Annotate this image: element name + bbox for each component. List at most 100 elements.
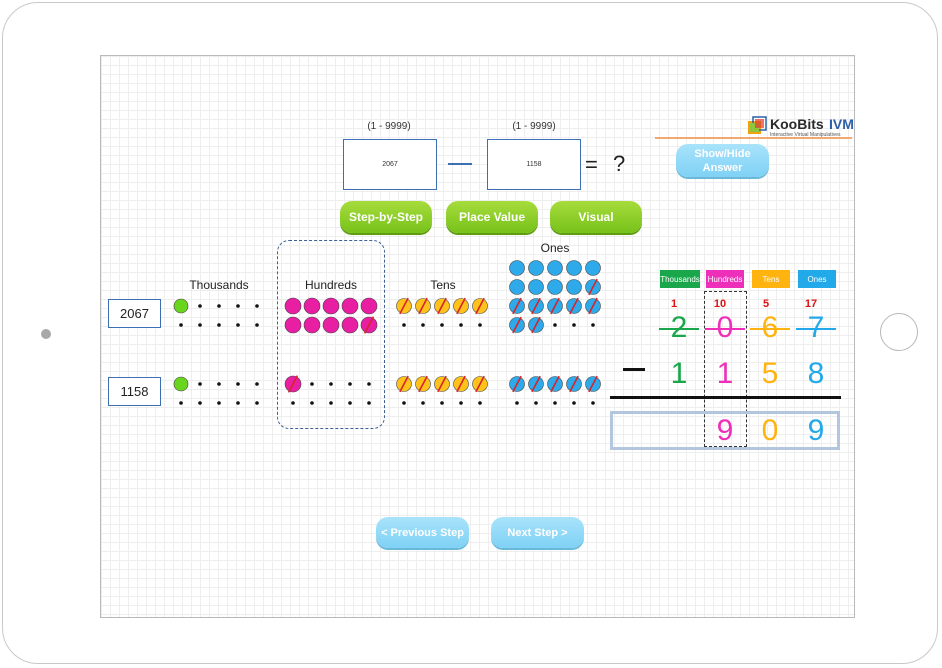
- koobits-logo: KooBits IVM Interactive Virtual Manipula…: [746, 115, 854, 141]
- answer-line: [610, 396, 841, 399]
- tens-empty-dot: [459, 401, 463, 405]
- home-button[interactable]: [880, 313, 918, 351]
- second-range-label: (1 - 9999): [512, 121, 556, 132]
- hundreds-cross-mark: [287, 375, 299, 393]
- hundreds-highlight-box: [277, 240, 385, 429]
- ones-empty-dot: [534, 401, 538, 405]
- logo-tagline: Interactive Virtual Manipulatives: [770, 132, 841, 138]
- previous-step-button[interactable]: < Previous Step: [376, 517, 469, 548]
- top-digit-hundreds: 0: [708, 311, 742, 345]
- tens-empty-dot: [478, 323, 482, 327]
- ones-cross-mark: [512, 375, 522, 393]
- hundreds-counter: [284, 297, 302, 315]
- hundreds-column-highlight: [704, 291, 747, 447]
- hundreds-empty-dot: [291, 401, 295, 405]
- tens-empty-dot: [421, 323, 425, 327]
- ones-cross-mark: [588, 375, 598, 393]
- ones-cross-mark: [588, 278, 598, 296]
- hundreds-empty-dot: [367, 401, 371, 405]
- tens-cross-mark: [456, 375, 466, 393]
- tens-cross-mark: [437, 297, 447, 315]
- hundreds-empty-dot: [329, 382, 333, 386]
- answer-digit-hundreds: 9: [716, 414, 734, 447]
- tens-cross-mark: [399, 375, 409, 393]
- hundreds-label: Hundreds: [304, 278, 358, 292]
- ones-counter: [585, 260, 601, 276]
- answer-box: [610, 411, 840, 450]
- thousands-empty-dot: [179, 401, 183, 405]
- tens-cross-mark: [437, 375, 447, 393]
- visual-button[interactable]: Visual: [550, 201, 642, 233]
- first-number-input[interactable]: 2067: [343, 139, 437, 190]
- header-hundreds: Hundreds: [706, 270, 744, 288]
- ones-counter: [566, 260, 582, 276]
- tens-empty-dot: [421, 401, 425, 405]
- carry-thousands: 1: [670, 298, 678, 310]
- tablet-camera: [41, 329, 51, 339]
- place-value-button[interactable]: Place Value: [446, 201, 538, 233]
- second-number-input[interactable]: 1158: [487, 139, 581, 190]
- answer-digit-ones: 9: [807, 414, 825, 447]
- ones-counter: [547, 279, 563, 295]
- place-value-counters: [173, 260, 601, 405]
- hundreds-empty-dot: [310, 382, 314, 386]
- hundreds-counter: [322, 316, 340, 334]
- bottom-digit-thousands: 1: [670, 357, 688, 390]
- thousands-empty-dot: [198, 304, 202, 308]
- hundreds-empty-dot: [348, 382, 352, 386]
- ones-empty-dot: [591, 323, 595, 327]
- thousands-empty-dot: [179, 323, 183, 327]
- header-thousands: Thousands: [660, 270, 700, 288]
- show-hide-answer-button[interactable]: Show/Hide Answer: [676, 144, 769, 177]
- thousands-empty-dot: [217, 401, 221, 405]
- equals-sign: =: [585, 152, 598, 177]
- hundreds-counter: [360, 297, 378, 315]
- thousands-empty-dot: [236, 382, 240, 386]
- ones-cross-mark: [531, 316, 541, 334]
- ones-counter: [509, 279, 525, 295]
- minus-operator: [448, 163, 472, 165]
- hundreds-counter: [303, 316, 321, 334]
- first-range-label: (1 - 9999): [367, 121, 411, 132]
- thousands-empty-dot: [255, 401, 259, 405]
- ones-counter: [528, 279, 544, 295]
- carry-tens: 5: [762, 298, 770, 310]
- ones-cross-mark: [550, 375, 560, 393]
- ones-empty-dot: [572, 401, 576, 405]
- tens-empty-dot: [478, 401, 482, 405]
- ones-cross-mark: [531, 297, 541, 315]
- tens-cross-mark: [418, 297, 428, 315]
- thousands-empty-dot: [217, 382, 221, 386]
- tens-cross-mark: [418, 375, 428, 393]
- tens-cross-mark: [399, 297, 409, 315]
- ones-empty-dot: [553, 401, 557, 405]
- ones-label: Ones: [540, 241, 570, 255]
- thousands-empty-dot: [255, 382, 259, 386]
- subtraction-minus-sign: [623, 368, 645, 371]
- row-2-number-box: 1158: [108, 377, 161, 406]
- tens-cross-mark: [475, 297, 485, 315]
- next-step-button[interactable]: Next Step >: [491, 517, 584, 548]
- header-tens: Tens: [752, 270, 790, 288]
- hundreds-empty-dot: [348, 401, 352, 405]
- thousands-empty-dot: [198, 323, 202, 327]
- ones-counter: [566, 279, 582, 295]
- thousands-empty-dot: [198, 382, 202, 386]
- app-screen: KooBits IVM Interactive Virtual Manipula…: [100, 55, 855, 618]
- strike-tens: [750, 328, 790, 330]
- strike-ones: [796, 328, 836, 330]
- logo-cube-icon: [748, 116, 767, 134]
- strike-hundreds: [705, 328, 745, 330]
- step-by-step-button[interactable]: Step-by-Step: [340, 201, 432, 233]
- thousands-label: Thousands: [189, 278, 249, 292]
- ones-counter: [528, 260, 544, 276]
- ones-cross-mark: [569, 375, 579, 393]
- thousands-empty-dot: [236, 304, 240, 308]
- tens-empty-dot: [402, 323, 406, 327]
- answer-digit-tens: 0: [761, 414, 779, 447]
- top-digit-tens: 6: [753, 311, 787, 345]
- thousands-empty-dot: [217, 323, 221, 327]
- ones-counter: [547, 260, 563, 276]
- ones-cross-mark: [588, 297, 598, 315]
- ones-empty-dot: [515, 401, 519, 405]
